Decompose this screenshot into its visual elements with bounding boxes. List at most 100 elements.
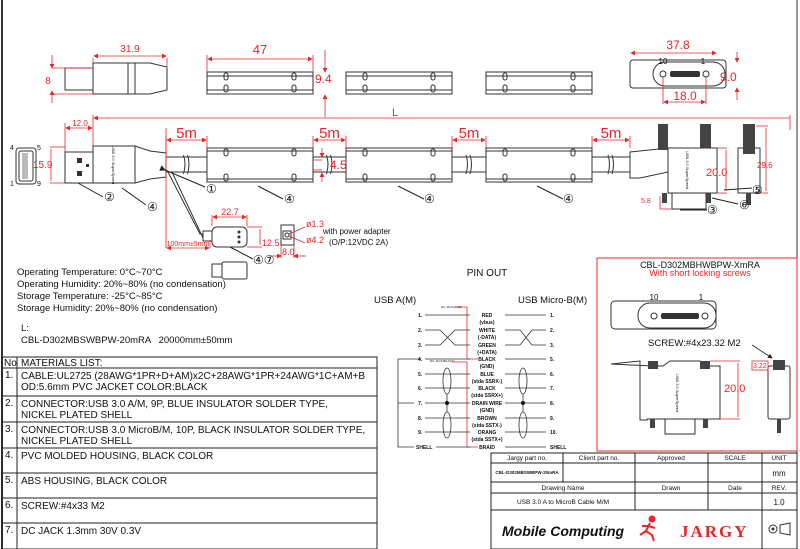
- housing-top-view: [206, 71, 314, 95]
- left-pin: 7.: [418, 401, 423, 407]
- power-note-1: with power adapter: [322, 227, 391, 236]
- dim-microb-pitch: 18.0: [673, 89, 697, 103]
- pinout-row: 4.BLACK(GND)5.: [418, 357, 555, 370]
- col-no: No: [4, 358, 17, 369]
- materials-row: 5. ABS HOUSING, BLACK COLOR: [2, 475, 377, 499]
- wire-signal: (+DATA): [477, 350, 497, 356]
- callout-6: ⑥: [739, 198, 750, 212]
- cable-segment: 5m: [312, 125, 347, 175]
- twisted-pair-shield: [518, 411, 528, 439]
- spec-line: Operating Humidity: 20%~80% (no condensa…: [17, 279, 226, 290]
- title-block: Jargy part no. Client part no. Approved …: [490, 452, 798, 549]
- pinout-diagram: PIN OUT USB A(M) USB Micro-B(M) DC JACK(…: [374, 268, 587, 451]
- dim-plug-length: 12.0: [72, 119, 88, 128]
- left-pin: 9.: [418, 430, 423, 436]
- wire-signal: (GND): [480, 364, 495, 370]
- dc-black-label: DC JACK(BLACK): [430, 359, 455, 363]
- approved-label: Approved: [657, 455, 685, 462]
- rev-label: REV.: [772, 485, 787, 492]
- environment-specs: Operating Temperature: 0°C~70°C Operatin…: [17, 267, 233, 346]
- dim-segment-length: 5m: [176, 125, 197, 142]
- spec-line: Operating Temperature: 0°C~70°C: [17, 267, 163, 278]
- left-pin: SHELL: [416, 445, 432, 451]
- pinout-row: 3.GREEN(+DATA)3.: [418, 329, 555, 356]
- callout-5: ⑤: [752, 183, 763, 197]
- variant-subtitle: With short locking screws: [649, 268, 751, 278]
- dim-usb-a-height: 8: [45, 76, 51, 87]
- dim-connector-total: 29.6: [757, 161, 773, 170]
- wire-color: BLACK: [478, 386, 496, 392]
- left-pin: 6.: [418, 386, 423, 392]
- materials-row: 7.DC JACK 1.3mm 30V 0.3V: [5, 525, 141, 537]
- material-no: 3.: [5, 424, 13, 435]
- dim-segment-length: 5m: [601, 125, 622, 142]
- housing-logo-text: USB 3.0 SuperSpeed: [111, 146, 116, 184]
- material-line-2: OD:5.6mm PVC JACKET COLOR:BLACK: [21, 382, 208, 393]
- usb-a-top-view: 31.9 8: [45, 44, 168, 103]
- materials-table: No MATERIALS LIST: 1. CABLE:UL2725 (28AWG…: [1, 356, 378, 549]
- pinout-row: 6.BLACK(stda SSRX+)7.: [418, 386, 555, 399]
- materials-row: 6.SCREW:#4x33 M2: [2, 500, 377, 524]
- microb-top-view: 10 1 37.8 9.0 18.0: [629, 38, 740, 105]
- usb-a-pin-4: 4: [10, 145, 14, 152]
- housing-top-view: [485, 71, 593, 95]
- client-part-label: Client part no.: [579, 455, 620, 462]
- right-pin: 7.: [550, 386, 555, 392]
- cable-segment: 5m: [591, 125, 631, 175]
- material-line-1: CONNECTOR:USB 3.0 A/M, 9P, BLUE INSULATO…: [21, 399, 328, 410]
- housing-top-view: [345, 71, 453, 95]
- material-no: 5.: [5, 475, 13, 486]
- molded-housing: [206, 147, 314, 183]
- material-line-1: PVC MOLDED HOUSING, BLACK COLOR: [21, 451, 213, 462]
- variant-height: 20.0: [724, 383, 745, 395]
- wire-signal: (GND): [480, 408, 495, 414]
- wire-color: DRAIN WIRE: [472, 401, 503, 407]
- variant-pin-1: 1: [699, 293, 704, 302]
- col-materials: MATERIALS LIST:: [21, 358, 103, 369]
- dim-usb-a-length: 31.9: [120, 44, 140, 55]
- right-pin: 2.: [550, 328, 555, 334]
- right-pin: 8.: [550, 401, 555, 407]
- material-no: 1.: [5, 370, 13, 381]
- dim-dc-width: 8.0: [282, 247, 295, 257]
- material-line-1: CONNECTOR:USB 3.0 MicroB/M, 10P, BLACK I…: [21, 425, 365, 436]
- drawing-name-label: Drawing Name: [542, 485, 585, 492]
- drawing-name-value: USB 3.0 A to MicroB Cable M/M: [517, 499, 609, 506]
- housing-top-views: [206, 71, 593, 95]
- materials-row: 3. CONNECTOR:USB 3.0 MicroB/M, 10P, BLACK…: [2, 424, 377, 449]
- molded-housing: [485, 147, 593, 183]
- callout-4-7: ④⑦: [253, 253, 275, 267]
- materials-row: 4.PVC MOLDED HOUSING, BLACK COLOR: [2, 450, 377, 474]
- left-pin: 3.: [418, 343, 423, 349]
- callout-4-housing-3: ④: [563, 192, 574, 206]
- material-line-1: SCREW:#4x33 M2: [21, 501, 105, 512]
- material-no: 2.: [5, 398, 13, 409]
- rev-value: 1.0: [773, 498, 785, 507]
- dim-cable-diameter: 4.5: [330, 158, 347, 172]
- spec-line: Storage Humidity: 20%~80% (no condensati…: [17, 303, 217, 314]
- dim-microb-length: 37.8: [666, 38, 690, 52]
- callout-4-housing-1: ④: [284, 192, 295, 206]
- wire-color: ORANG: [478, 430, 497, 436]
- material-line-2: NICKEL PLATED SHELL: [21, 436, 133, 447]
- twisted-pair-shield: [518, 367, 528, 395]
- spec-line: Storage Temperature: -25°C~85°C: [17, 291, 163, 302]
- variant-screw-length: 3.22: [753, 363, 767, 370]
- pinout-row: 9.ORANG(stda SSTX+)10.: [418, 430, 558, 443]
- wire-signal: (-DATA): [478, 335, 496, 341]
- pinout-row: 7. DRAIN WIRE(GND) 8.: [418, 401, 555, 414]
- drain-junction: [445, 401, 449, 405]
- left-pin: 4.: [418, 357, 423, 363]
- right-pin: 5.: [550, 357, 555, 363]
- date-label: Date: [728, 485, 742, 492]
- material-line-1: CABLE:UL2725 (28AWG*1PR+D+AM)x2C+28AWG*1…: [21, 371, 365, 382]
- dim-plug-height: 15.9: [33, 160, 53, 171]
- right-pin: 1.: [550, 313, 555, 319]
- cable-segment: 5m: [451, 125, 487, 175]
- material-line-1: ABS HOUSING, BLACK COLOR: [21, 476, 167, 487]
- wire-color: RED: [482, 313, 493, 319]
- dim-branch-length: 100mm±5mm: [167, 241, 210, 248]
- dim-housing-height: 9.4: [315, 72, 332, 86]
